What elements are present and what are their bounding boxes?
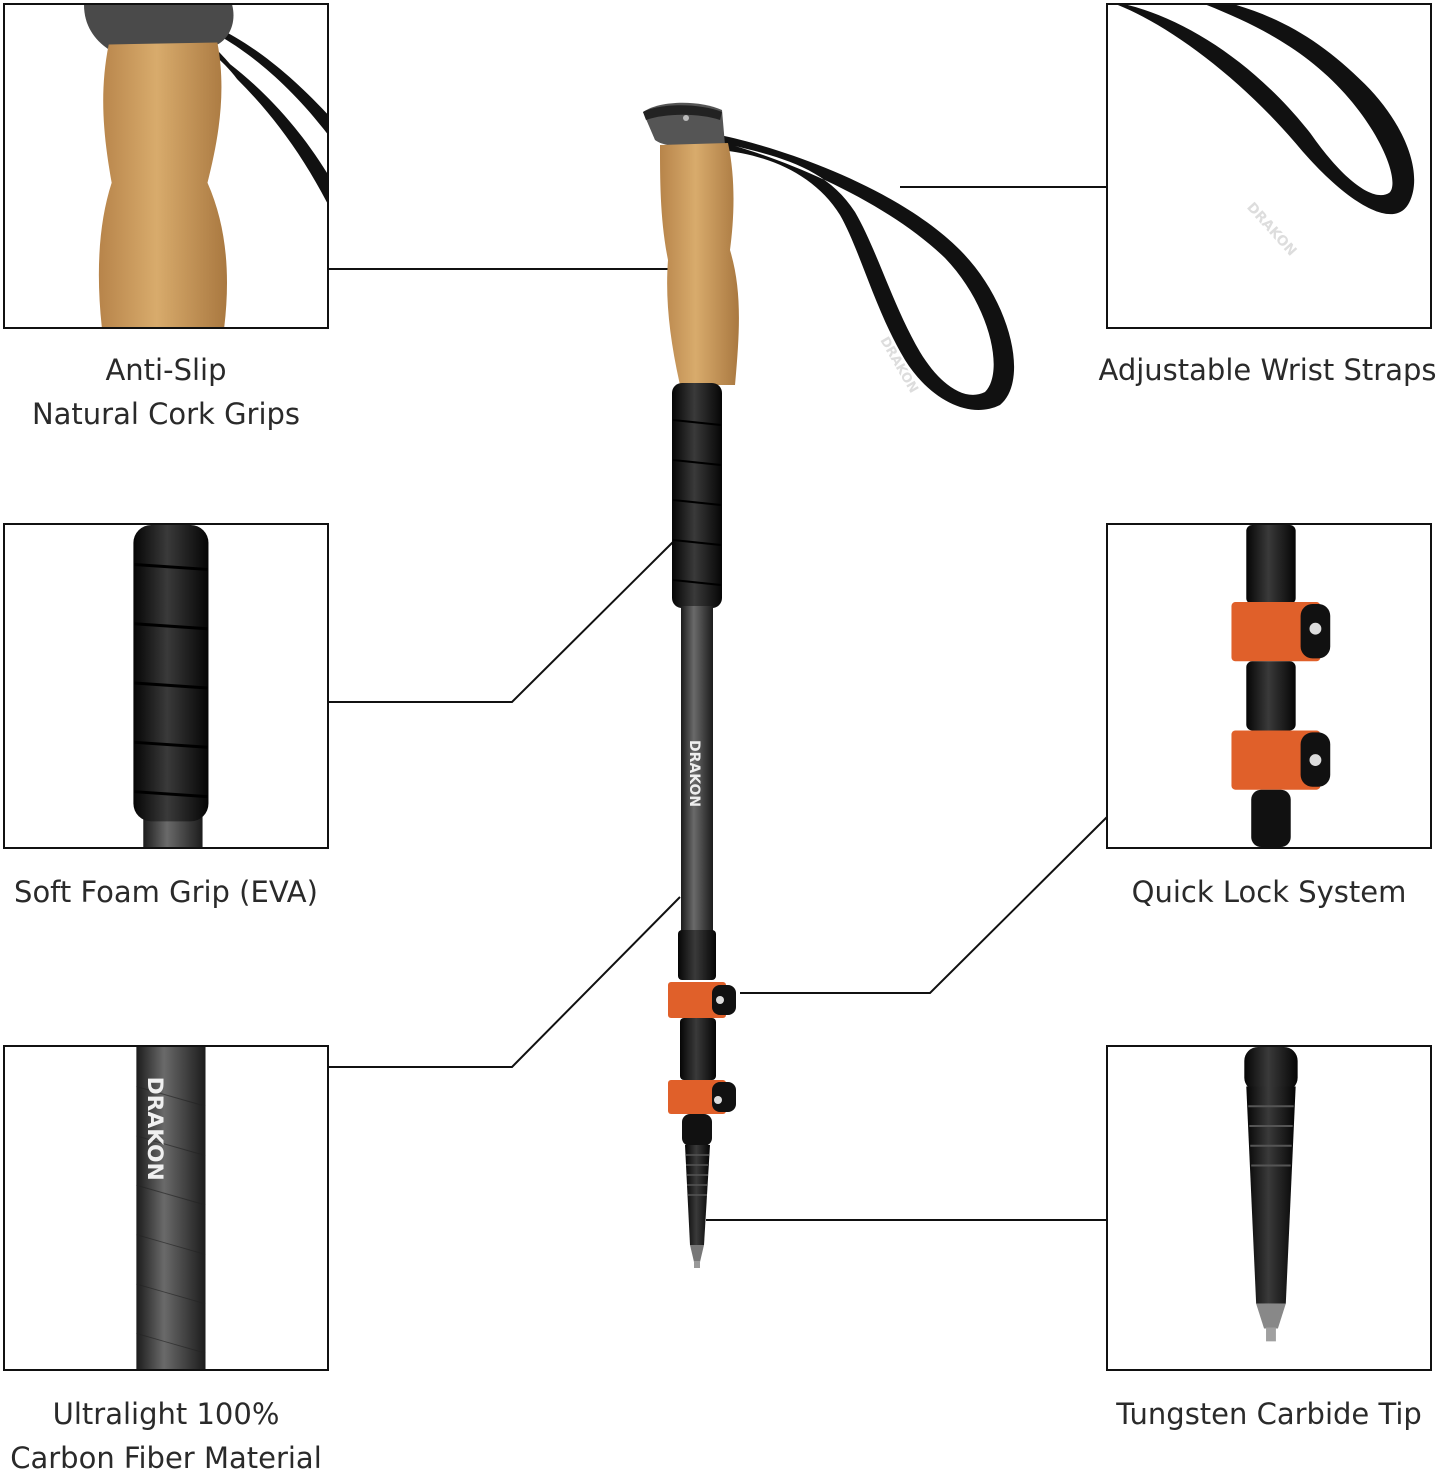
connector-carbon — [328, 896, 681, 1068]
shaft-brand-text: DRAKON — [686, 740, 702, 807]
cork-grip-caption-line2: Natural Cork Grips — [31, 397, 301, 431]
foam-grip-detail — [3, 523, 329, 849]
connector-lock — [740, 816, 1108, 994]
carbon-fiber-image: DRAKON — [136, 1047, 206, 1369]
quick-lock-caption-line1: Quick Lock System — [1131, 875, 1407, 909]
detail-lock-clamp-lower — [1231, 730, 1321, 790]
connector-lines — [328, 186, 1108, 1221]
carbide-tip-caption-line1: Tungsten Carbide Tip — [1116, 1397, 1422, 1431]
carbide-tip-image — [1244, 1047, 1298, 1342]
carbide-tip-caption: Tungsten Carbide Tip — [1106, 1392, 1432, 1436]
cork-grip-image — [84, 5, 327, 327]
carbon-fiber-caption: Ultralight 100% Carbon Fiber Material — [3, 1392, 329, 1480]
carbide-tip-detail — [1106, 1045, 1432, 1371]
quick-lock-image — [1231, 525, 1331, 847]
lock-clamp-lower — [668, 1080, 726, 1114]
cork-grip-caption-line1: Anti-Slip — [105, 353, 227, 387]
lock-clamp-upper — [668, 982, 726, 1018]
cork-grip-caption: Anti-Slip Natural Cork Grips — [3, 348, 329, 436]
connector-foam — [328, 536, 679, 703]
wrist-strap-detail: DRAKON — [1106, 3, 1432, 329]
carbon-fiber-caption-line1: Ultralight 100% — [52, 1397, 280, 1431]
foam-grip-caption: Soft Foam Grip (EVA) — [3, 870, 329, 914]
wrist-strap-caption: Adjustable Wrist Straps — [1090, 348, 1445, 392]
wrist-strap-image: DRAKON — [1117, 5, 1415, 259]
foam-grip-image — [133, 525, 209, 847]
carbon-detail-brand-text: DRAKON — [142, 1077, 167, 1181]
carbon-fiber-caption-line2: Carbon Fiber Material — [10, 1441, 322, 1475]
quick-lock-detail — [1106, 523, 1432, 849]
carbon-fiber-detail: DRAKON — [3, 1045, 329, 1371]
detail-lock-clamp-upper — [1231, 602, 1321, 662]
cork-grip-detail — [3, 3, 329, 329]
cork-handle — [660, 143, 739, 385]
foam-grip — [672, 383, 722, 608]
wrist-strap-caption-line1: Adjustable Wrist Straps — [1098, 353, 1437, 387]
foam-grip-caption-line1: Soft Foam Grip (EVA) — [14, 875, 318, 909]
quick-lock-caption: Quick Lock System — [1106, 870, 1432, 914]
carbon-shaft — [681, 606, 713, 936]
strap-detail-brand-text: DRAKON — [1243, 199, 1299, 259]
trekking-pole: DRAKON DRAKON — [643, 102, 1015, 1268]
